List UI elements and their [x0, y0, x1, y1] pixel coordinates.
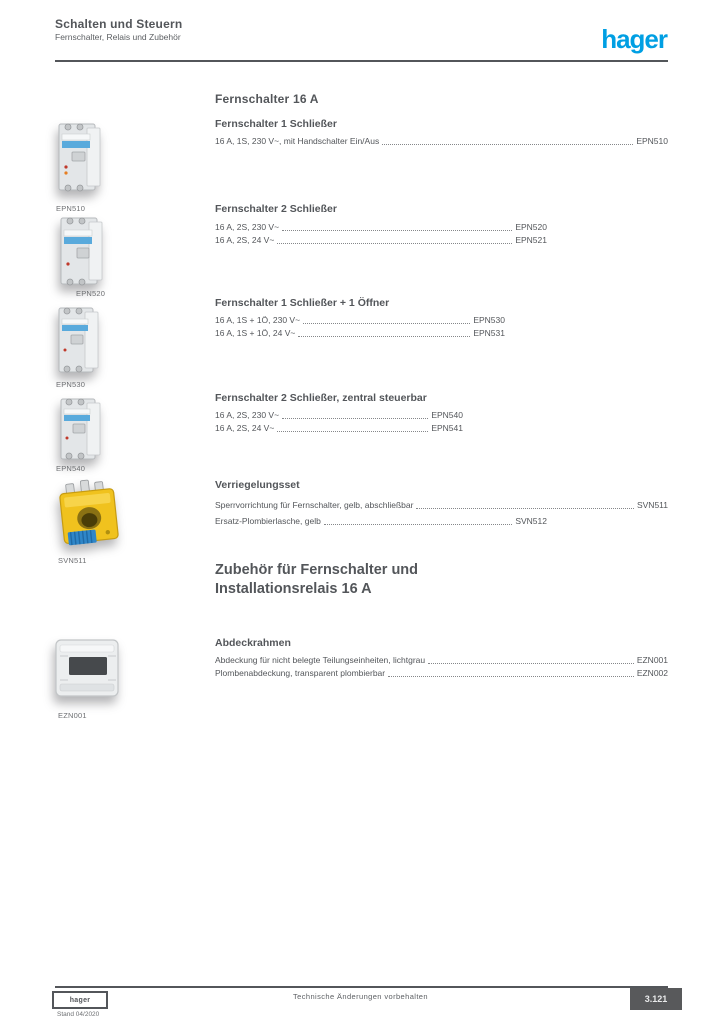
product-caption: SVN511	[58, 556, 87, 565]
subsection-line1: Zubehör für Fernschalter und	[215, 562, 419, 578]
line-description: 16 A, 2S, 24 V~	[215, 423, 275, 433]
dotted-leader	[277, 431, 429, 432]
product-photo-cover-frame	[52, 636, 124, 707]
product-photo-din-module	[55, 118, 105, 201]
product-heading: Fernschalter 2 Schließer, zentral steuer…	[215, 392, 427, 404]
dotted-leader	[282, 418, 429, 419]
title-line1: Schalten und Steuern	[55, 17, 183, 31]
product-heading: Fernschalter 1 Schließer + 1 Öffner	[215, 297, 390, 309]
dotted-leader	[388, 676, 634, 677]
cover-frame-illustration	[55, 639, 119, 697]
product-caption: EPN530	[56, 380, 86, 389]
catalog-line: Sperrvorrichtung für Fernschalter, gelb,…	[215, 499, 668, 512]
product-caption: EPN540	[56, 464, 86, 473]
section-title: Fernschalter 16 A	[215, 92, 319, 106]
line-reference: EPN520	[515, 222, 547, 232]
din-module-illustration	[58, 123, 101, 192]
line-reference: EPN541	[431, 423, 463, 433]
catalog-line: 16 A, 2S, 24 V~ EPN521	[215, 234, 547, 247]
product-block: Fernschalter 1 Schließer + 1 Öffner 16 A…	[215, 297, 505, 340]
dotted-leader	[298, 336, 471, 337]
product-photo-yellow-interlock	[53, 476, 127, 559]
product-block: Verriegelungsset Sperrvorrichtung für Fe…	[215, 479, 668, 528]
product-photo-din-module	[57, 212, 107, 295]
dotted-leader	[282, 230, 513, 231]
dotted-leader	[323, 524, 513, 525]
catalog-line: 16 A, 2S, 230 V~ EPN520	[215, 221, 547, 234]
product-heading: Abdeckrahmen	[215, 637, 291, 649]
catalog-line: Abdeckung für nicht belegte Teilungseinh…	[215, 654, 668, 667]
line-description: 16 A, 2S, 24 V~	[215, 235, 275, 245]
line-description: Sperrvorrichtung für Fernschalter, gelb,…	[215, 500, 414, 510]
din-module-illustration	[60, 217, 103, 286]
product-block: Fernschalter 1 Schließer 16 A, 1S, 230 V…	[215, 118, 668, 148]
footer-rule	[55, 986, 668, 988]
yellow-interlock-illustration	[59, 479, 119, 546]
dotted-leader	[416, 508, 634, 509]
dotted-leader	[277, 243, 513, 244]
hager-logo: hager	[601, 24, 668, 54]
line-reference: SVN512	[515, 516, 547, 526]
din-module-illustration	[60, 398, 101, 460]
dotted-leader	[303, 323, 471, 324]
footer-notice: Technische Änderungen vorbehalten	[293, 992, 428, 1001]
catalog-line: Plombenabdeckung, transparent plombierba…	[215, 667, 668, 680]
line-description: Ersatz-Plombierlasche, gelb	[215, 516, 321, 526]
dotted-leader	[428, 663, 634, 664]
catalog-line: 16 A, 1S + 1Ö, 24 V~ EPN531	[215, 327, 505, 340]
product-heading: Fernschalter 2 Schließer	[215, 203, 337, 215]
product-caption: EPN520	[76, 289, 106, 298]
subsection-line2: Installationsrelais 16 A	[215, 581, 372, 597]
footer-page-number: 3.121	[630, 988, 682, 1010]
line-description: 16 A, 1S, 230 V~, mit Handschalter Ein/A…	[215, 136, 380, 146]
footer-brand-box: hager	[52, 991, 108, 1009]
page-header-title: Schalten und Steuern Fernschalter, Relai…	[55, 17, 182, 43]
din-module-illustration	[58, 307, 99, 373]
catalog-line: 16 A, 2S, 230 V~ EPN540	[215, 409, 463, 422]
line-reference: SVN511	[636, 500, 668, 510]
title-line2: Fernschalter, Relais und Zubehör	[55, 32, 181, 42]
product-block: Fernschalter 2 Schließer, zentral steuer…	[215, 392, 463, 435]
line-reference: EZN002	[636, 668, 668, 678]
product-caption: EZN001	[58, 711, 87, 720]
line-reference: EPN521	[515, 235, 547, 245]
catalog-line: 16 A, 1S + 1Ö, 230 V~ EPN530	[215, 314, 505, 327]
dotted-leader	[382, 144, 634, 145]
line-reference: EZN001	[636, 655, 668, 665]
catalog-line: 16 A, 1S, 230 V~, mit Handschalter Ein/A…	[215, 135, 668, 148]
header-rule	[55, 60, 668, 62]
catalog-line: 16 A, 2S, 24 V~ EPN541	[215, 422, 463, 435]
line-description: Abdeckung für nicht belegte Teilungseinh…	[215, 655, 426, 665]
product-photo-din-module	[55, 303, 103, 383]
line-reference: EPN510	[636, 136, 668, 146]
subsection-heading: Zubehör für Fernschalter und Installatio…	[215, 561, 418, 599]
product-block: Fernschalter 2 Schließer 16 A, 2S, 230 V…	[215, 203, 547, 247]
product-caption: EPN510	[56, 204, 86, 213]
line-description: Plombenabdeckung, transparent plombierba…	[215, 668, 386, 678]
line-description: 16 A, 2S, 230 V~	[215, 410, 280, 420]
line-reference: EPN530	[473, 315, 505, 325]
footer-edition-caption: Stand 04/2020	[57, 1011, 100, 1018]
catalog-line: Ersatz-Plombierlasche, gelb SVN512	[215, 515, 547, 528]
product-block: Abdeckrahmen Abdeckung für nicht belegte…	[215, 637, 668, 680]
line-reference: EPN540	[431, 410, 463, 420]
line-reference: EPN531	[473, 328, 505, 338]
product-heading: Verriegelungsset	[215, 479, 300, 491]
product-heading: Fernschalter 1 Schließer	[215, 118, 337, 130]
product-photo-din-module	[57, 394, 105, 469]
line-description: 16 A, 1S + 1Ö, 24 V~	[215, 328, 296, 338]
line-description: 16 A, 2S, 230 V~	[215, 222, 280, 232]
line-description: 16 A, 1S + 1Ö, 230 V~	[215, 315, 301, 325]
